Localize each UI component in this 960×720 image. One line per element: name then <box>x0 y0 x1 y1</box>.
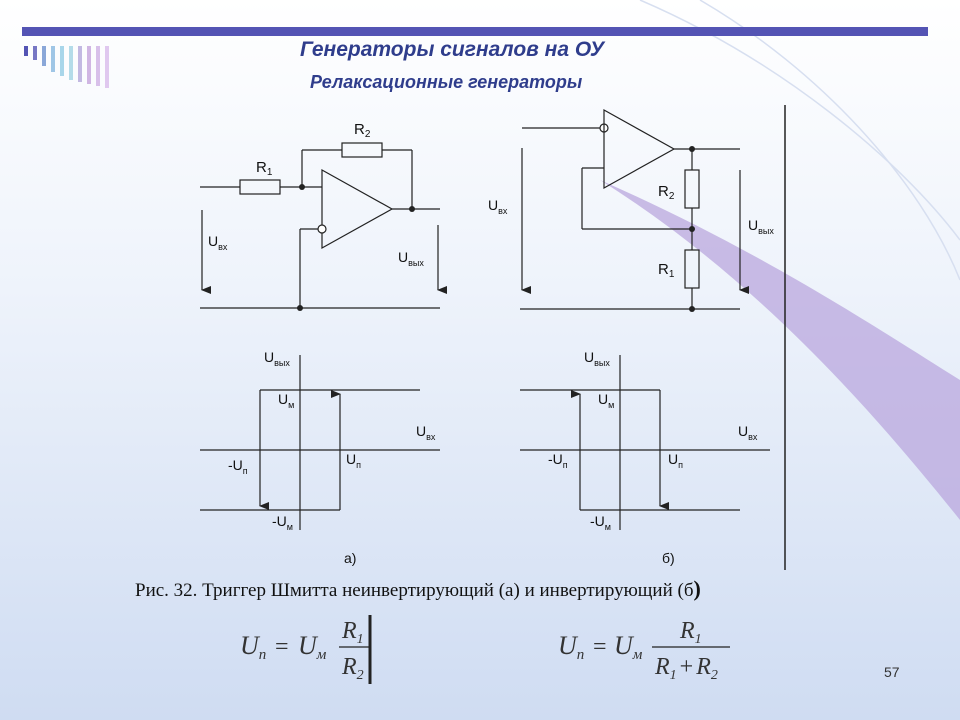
top-accent-bar <box>22 27 928 36</box>
circuit-a <box>200 142 447 309</box>
graph-a-y-axis-label: Uвых <box>264 349 290 368</box>
formula-b: Uп = Uм R1 R1+R2 <box>558 618 718 683</box>
formula-b-numerator: R1 <box>679 618 702 647</box>
graph-b-x-axis-label: Uвх <box>738 423 758 442</box>
page-number: 57 <box>884 664 900 680</box>
graph-a-up-label: Uп <box>346 451 361 470</box>
graph-b-neg-um-label: -Uм <box>590 513 611 532</box>
graph-b-um-label: Uм <box>598 391 614 410</box>
graph-a-neg-up-label: -Uп <box>228 457 248 476</box>
figure-caption: Рис. 32. Триггер Шмитта неинвертирующий … <box>135 576 701 601</box>
graph-b-neg-up-label: -Uп <box>548 451 568 470</box>
label-r2-a: R2 <box>354 121 371 140</box>
swoosh-line <box>639 0 960 241</box>
graph-a-neg-um-label: -Uм <box>272 513 293 532</box>
formula-a-eq: = <box>275 634 289 660</box>
label-r1-a: R1 <box>256 159 273 178</box>
label-uout-b: Uвых <box>748 217 774 236</box>
formula-a-denominator: R2 <box>341 654 364 683</box>
formula-a: Uп = Uм R1 R2 <box>240 618 364 683</box>
label-uin-a: Uвх <box>208 233 228 252</box>
resistor-r2 <box>341 142 383 158</box>
graph-a-um-label: Uм <box>278 391 294 410</box>
formula-b-coef: Uм <box>614 631 643 663</box>
slide-subtitle: Релаксационные генераторы <box>310 72 583 92</box>
formula-a-numerator: R1 <box>341 618 364 647</box>
opamp-b <box>603 108 676 190</box>
hysteresis-graph-a <box>200 355 440 530</box>
label-uout-a: Uвых <box>398 249 424 268</box>
slide-title: Генераторы сигналов на ОУ <box>300 38 605 61</box>
resistor-r2-b <box>684 169 700 209</box>
graph-b-label: б) <box>662 550 675 566</box>
circuit-b <box>520 108 749 310</box>
formula-a-coef: Uм <box>298 631 327 663</box>
resistor-r1 <box>239 179 281 195</box>
swoosh-shape <box>600 180 960 520</box>
formula-b-denominator: R1+R2 <box>654 654 718 683</box>
formula-a-lhs: Uп <box>240 631 266 663</box>
graph-b-y-axis-label: Uвых <box>584 349 610 368</box>
formula-b-lhs: Uп <box>558 631 584 663</box>
formula-b-eq: = <box>593 634 607 660</box>
graph-b-up-label: Uп <box>668 451 683 470</box>
label-r2-b: R2 <box>658 183 675 202</box>
label-uin-b: Uвх <box>488 197 508 216</box>
graph-a-label: а) <box>344 550 356 566</box>
opamp-a <box>321 168 394 250</box>
resistor-r1-b <box>684 249 700 289</box>
hysteresis-graph-b <box>520 355 770 530</box>
graph-a-x-axis-label: Uвх <box>416 423 436 442</box>
label-r1-b: R1 <box>658 261 675 280</box>
corner-bars-decor <box>24 46 109 88</box>
